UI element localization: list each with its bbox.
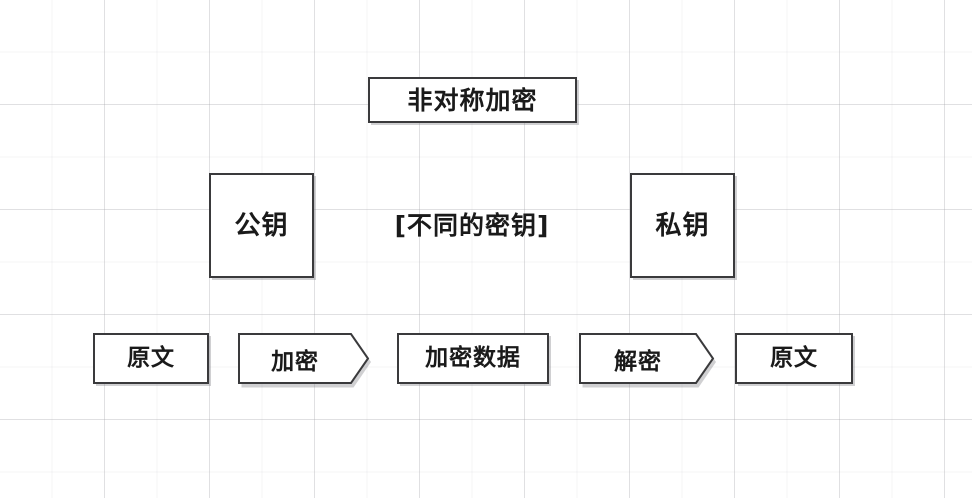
private-key-box: 私钥 [630, 173, 735, 278]
decrypt-process-chevron: 解密 [579, 333, 716, 388]
title-box: 非对称加密 [368, 77, 577, 123]
ciphertext-data-box: 加密数据 [397, 333, 549, 384]
different-keys-annotation: [不同的密钥] [394, 211, 550, 240]
plaintext-output-box: 原文 [735, 333, 853, 384]
plaintext-input-box: 原文 [93, 333, 209, 384]
public-key-box: 公钥 [209, 173, 314, 278]
encrypt-process-chevron: 加密 [238, 333, 371, 388]
